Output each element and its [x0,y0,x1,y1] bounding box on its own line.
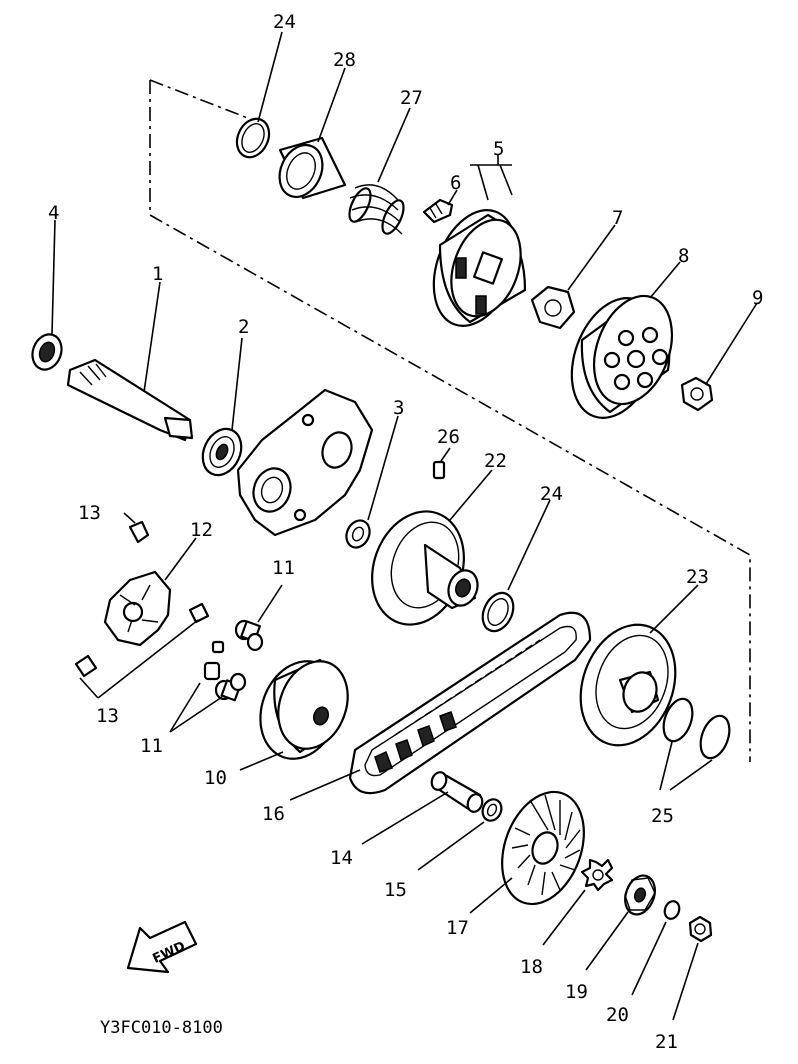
part-14-collar [430,771,484,813]
callout-21: 21 [655,1031,678,1053]
callout-17: 17 [446,917,469,939]
part-28-collar [278,136,347,200]
callout-24-upper: 24 [273,11,296,33]
part-1-shaft [66,358,194,442]
callout-26: 26 [437,426,460,448]
callout-28: 28 [333,49,356,71]
part-11-roller-c [203,661,221,681]
part-5-clutch-carrier [432,209,527,327]
leader-lines [51,31,758,1021]
part-20-lock-washer [663,900,681,920]
callout-15: 15 [384,879,407,901]
assembly-outline [149,79,751,762]
callout-5: 5 [493,138,504,160]
callout-19: 19 [565,981,588,1003]
callout-25: 25 [651,805,674,827]
gear-case-cover [236,388,374,537]
forward-arrow-icon: FWD [126,920,198,974]
callout-2: 2 [238,316,249,338]
callout-12: 12 [190,519,213,541]
part-8-clutch-housing [570,294,673,419]
callout-22: 22 [484,450,507,472]
part-16-v-belt [348,611,592,795]
callout-16: 16 [262,803,285,825]
callout-11-upper: 11 [272,557,295,579]
part-3-washer [345,519,371,549]
callout-7: 7 [612,207,623,229]
callout-9: 9 [752,287,763,309]
callout-labels: 24 28 27 5 6 7 8 9 4 1 2 3 26 22 24 23 2… [48,11,763,1053]
part-12-cam-plate [103,570,172,647]
part-21-nut [688,915,713,943]
part-23-fixed-sheave [579,623,677,747]
part-13-slider-right [188,602,210,624]
callout-10: 10 [204,767,227,789]
part-24-ring-lower [481,591,515,633]
callout-6: 6 [450,172,461,194]
part-25-o-rings [662,697,731,760]
callout-1: 1 [152,263,163,285]
part-7-nut [530,285,576,330]
part-17-impeller [501,790,585,906]
callout-14: 14 [330,847,353,869]
callout-18: 18 [520,956,543,978]
callout-27: 27 [400,87,423,109]
callout-20: 20 [606,1004,629,1026]
part-26-pin [432,460,446,480]
part-22-sliding-sheave [371,510,479,626]
callout-8: 8 [678,245,689,267]
diagram-code: Y3FC010-8100 [100,1018,223,1038]
callout-4: 4 [48,202,59,224]
part-15-washer [481,798,503,822]
part-13-slider-upper [128,520,150,544]
part-9-nut [680,376,714,412]
part-11-roller-b [246,632,264,652]
part-13-slider-lower [74,654,98,678]
callout-11-lower: 11 [140,735,163,757]
part-10-primary-sheave [259,658,349,760]
part-18-star-washer [580,858,614,892]
part-11-roller-f [229,672,247,692]
part-27-spring [348,184,405,235]
part-6-pin [422,198,454,224]
part-2-bearing [201,427,243,477]
part-11-roller-d [211,640,225,654]
callout-13-lower: 13 [96,705,119,727]
part-19-nut [624,874,656,916]
callout-23: 23 [686,566,709,588]
callout-3: 3 [393,397,404,419]
part-24-ring-upper [235,117,271,159]
callout-24-lower: 24 [540,483,563,505]
part-4-bearing [31,333,63,371]
callout-13-upper: 13 [78,502,101,524]
